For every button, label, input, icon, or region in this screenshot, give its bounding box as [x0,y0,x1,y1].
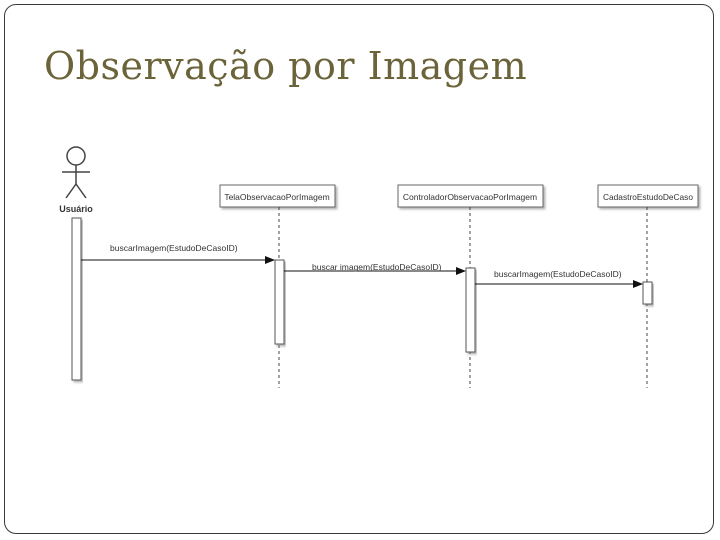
lifeline-cadastro: CadastroEstudoDeCaso [597,184,699,388]
slide-title: Observação por Imagem [44,44,528,88]
actor-activation-bar [71,217,82,381]
actor-left-leg [65,183,77,199]
lifeline-controlador-label: ControladorObservacaoPorImagem [403,192,537,202]
message-2: buscar imagem(EstudoDeCasoID) [284,262,466,275]
message-1-label: buscarImagem(EstudoDeCasoID) [110,243,238,253]
lifeline-controlador-activation [465,267,476,353]
lifeline-tela-activation [274,259,285,345]
actor-usuario: Usuário [59,146,93,214]
actor-right-leg [75,183,87,199]
slide-frame [4,4,714,534]
lifeline-controlador: ControladorObservacaoPorImagem [397,184,544,388]
actor-label: Usuário [59,204,93,214]
lifeline-cadastro-label: CadastroEstudoDeCaso [603,192,693,202]
message-1: buscarImagem(EstudoDeCasoID) [81,243,275,264]
lifeline-cadastro-activation [642,281,653,305]
lifeline-tela-label: TelaObservacaoPorImagem [224,192,329,202]
message-3: buscarImagem(EstudoDeCasoID) [475,269,643,288]
lifeline-tela: TelaObservacaoPorImagem [219,184,336,388]
lifeline-tela-box [219,184,336,208]
message-3-label: buscarImagem(EstudoDeCasoID) [494,269,622,279]
actor-head [66,146,86,166]
message-2-label: buscar imagem(EstudoDeCasoID) [312,262,442,272]
lifeline-cadastro-box [597,184,699,208]
